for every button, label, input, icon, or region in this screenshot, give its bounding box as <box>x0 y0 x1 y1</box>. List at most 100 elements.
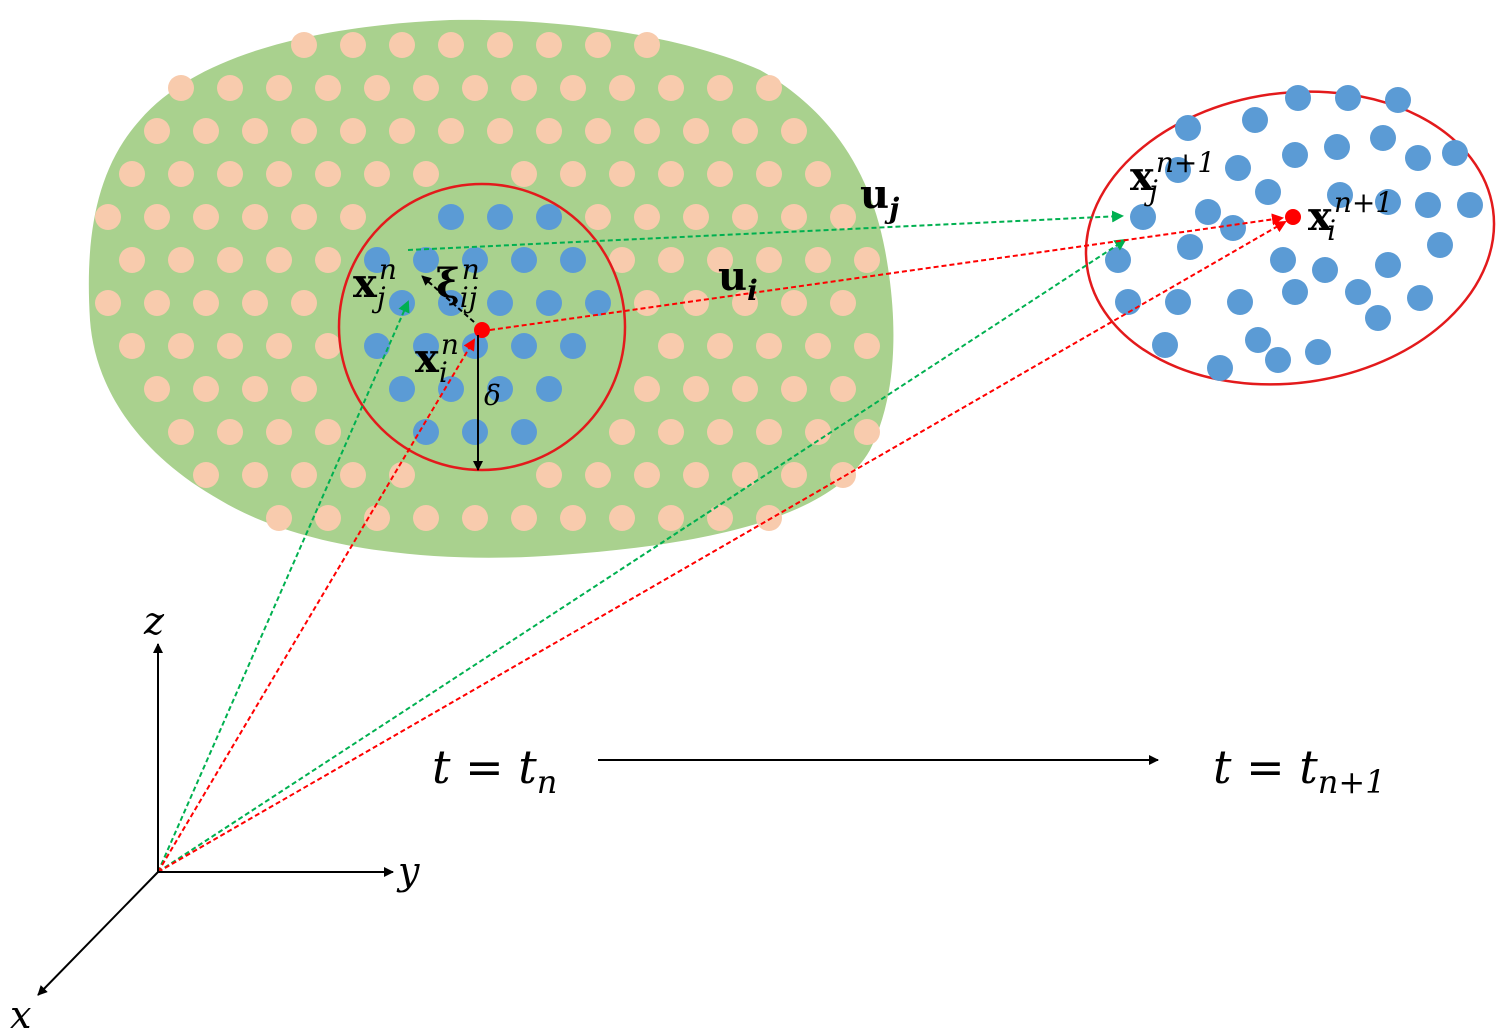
outer-particle <box>707 75 733 101</box>
outer-particle <box>340 32 366 58</box>
outer-particle <box>536 462 562 488</box>
outer-particle <box>217 75 243 101</box>
deformed-particle <box>1245 327 1271 353</box>
outer-particle <box>242 290 268 316</box>
outer-particle <box>315 75 341 101</box>
point-i <box>474 322 490 338</box>
outer-particle <box>217 161 243 187</box>
horizon-particle <box>389 290 415 316</box>
outer-particle <box>242 204 268 230</box>
outer-particle <box>266 247 292 273</box>
outer-particle <box>315 419 341 445</box>
outer-particle <box>830 290 856 316</box>
outer-particle <box>193 290 219 316</box>
horizon-particle <box>389 376 415 402</box>
deformed-particle <box>1105 247 1131 273</box>
deformed-particle <box>1195 199 1221 225</box>
deformed-particle <box>1265 347 1291 373</box>
outer-particle <box>168 161 194 187</box>
outer-particle <box>707 419 733 445</box>
outer-particle <box>340 462 366 488</box>
horizon-particle <box>413 247 439 273</box>
position-vector-xi-n1 <box>157 221 1287 873</box>
deformed-particle <box>1370 125 1396 151</box>
outer-particle <box>634 32 660 58</box>
outer-particle <box>732 204 758 230</box>
outer-particle <box>585 118 611 144</box>
outer-particle <box>560 161 586 187</box>
outer-particle <box>511 505 537 531</box>
deformed-particle <box>1177 234 1203 260</box>
outer-particle <box>658 247 684 273</box>
outer-particle <box>144 376 170 402</box>
material-body <box>88 19 894 558</box>
horizon-particle <box>585 290 611 316</box>
outer-particle <box>217 333 243 359</box>
outer-particle <box>438 32 464 58</box>
horizon-particle <box>364 333 390 359</box>
horizon-particle <box>511 419 537 445</box>
outer-particle <box>732 118 758 144</box>
horizon-particle <box>487 204 513 230</box>
outer-particle <box>805 333 831 359</box>
outer-particle <box>634 376 660 402</box>
outer-particle <box>707 505 733 531</box>
outer-particle <box>609 419 635 445</box>
horizon-particle <box>560 333 586 359</box>
outer-particle <box>413 161 439 187</box>
outer-particle <box>95 290 121 316</box>
deformed-particle <box>1152 332 1178 358</box>
bond-vector-xi <box>421 275 475 323</box>
outer-particle <box>707 161 733 187</box>
outer-particle <box>585 204 611 230</box>
position-vectors <box>157 210 1287 873</box>
horizon-particle <box>487 376 513 402</box>
coordinate-axes: z y x <box>10 599 420 1032</box>
outer-particle <box>413 505 439 531</box>
deformed-particle <box>1427 232 1453 258</box>
outer-particle <box>536 118 562 144</box>
outer-particle <box>291 462 317 488</box>
outer-particle <box>609 161 635 187</box>
outer-particle <box>168 75 194 101</box>
deformed-particle <box>1115 289 1141 315</box>
outer-particle <box>683 290 709 316</box>
outer-particle <box>756 419 782 445</box>
outer-particle <box>315 161 341 187</box>
outer-particle <box>634 290 660 316</box>
horizon-particle <box>364 247 390 273</box>
deformed-particle <box>1457 192 1483 218</box>
outer-particle <box>340 204 366 230</box>
displacement-vector-uj <box>407 210 1124 251</box>
horizon-particle <box>413 419 439 445</box>
displacement-vector-ui <box>489 213 1284 331</box>
outer-particle <box>683 376 709 402</box>
outer-particle <box>781 376 807 402</box>
deformed-particle <box>1285 85 1311 111</box>
horizon-particle <box>536 204 562 230</box>
deformed-particle <box>1365 305 1391 331</box>
outer-particle <box>487 32 513 58</box>
outer-particle <box>634 118 660 144</box>
deformed-particle <box>1165 157 1191 183</box>
deformed-particle <box>1335 85 1361 111</box>
deformed-particle <box>1270 247 1296 273</box>
outer-particle <box>585 32 611 58</box>
outer-particle <box>781 462 807 488</box>
outer-particle <box>389 118 415 144</box>
outer-particle <box>683 204 709 230</box>
outer-particle <box>291 118 317 144</box>
horizon-particle <box>511 333 537 359</box>
deformed-particle <box>1175 115 1201 141</box>
horizon-particle <box>487 290 513 316</box>
outer-particle <box>781 204 807 230</box>
outer-particle <box>756 333 782 359</box>
outer-particle <box>291 376 317 402</box>
outer-particle <box>119 161 145 187</box>
outer-particle <box>389 462 415 488</box>
y-axis-label: y <box>396 849 420 893</box>
outer-particle <box>756 247 782 273</box>
outer-particle <box>168 419 194 445</box>
